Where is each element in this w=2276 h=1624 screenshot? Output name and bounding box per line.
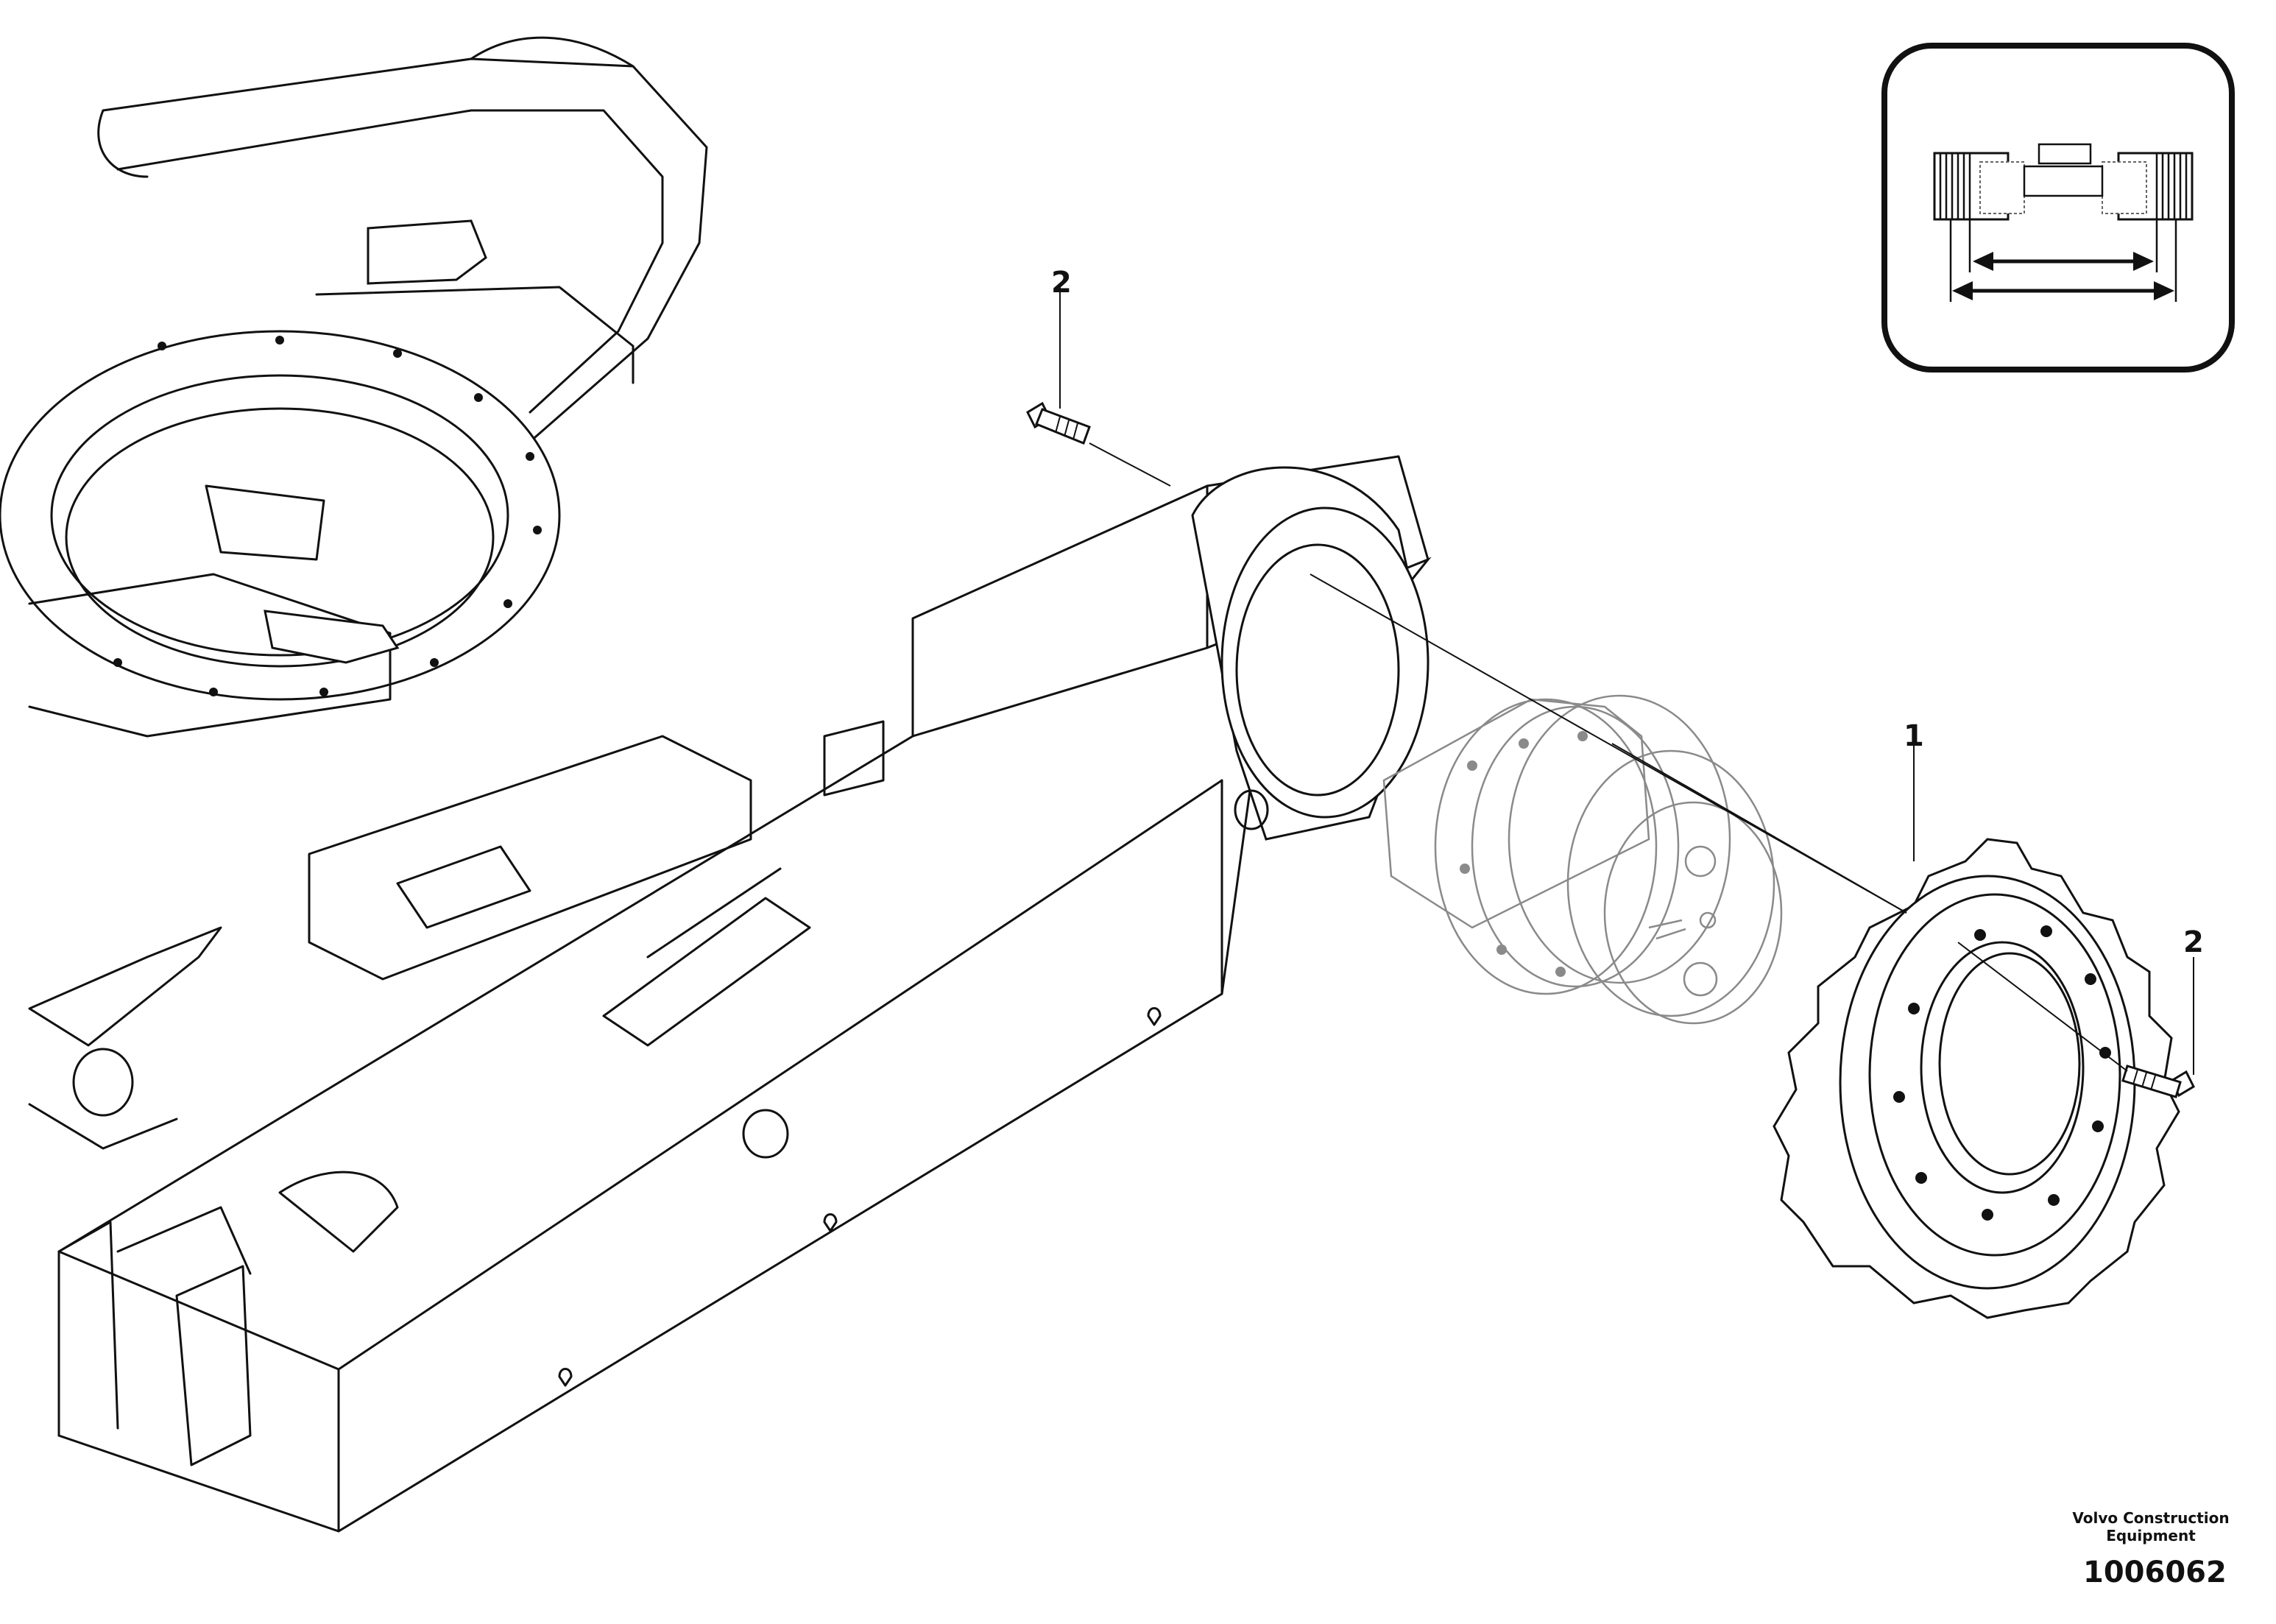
manufacturer-line2: Equipment [2106, 1527, 2196, 1544]
drive-sprocket [1773, 838, 2180, 1319]
undercarriage-frame [0, 36, 1432, 1533]
manufacturer-label: Volvo Construction Equipment [2063, 1509, 2239, 1544]
slew-ring [0, 330, 561, 701]
track-width-icon [1881, 43, 2235, 373]
bolt-right [2121, 1065, 2195, 1098]
bolt-top [1026, 401, 1091, 445]
callout-bolt-top: 2 [1051, 266, 1072, 300]
assembly-lines [1059, 287, 2194, 1075]
travel-motor [1382, 694, 1783, 1025]
document-number: 1006062 [2083, 1556, 2227, 1589]
callout-bolt-right: 2 [2183, 925, 2204, 959]
manufacturer-line1: Volvo Construction [2072, 1509, 2230, 1527]
callout-sprocket: 1 [1904, 719, 1924, 753]
